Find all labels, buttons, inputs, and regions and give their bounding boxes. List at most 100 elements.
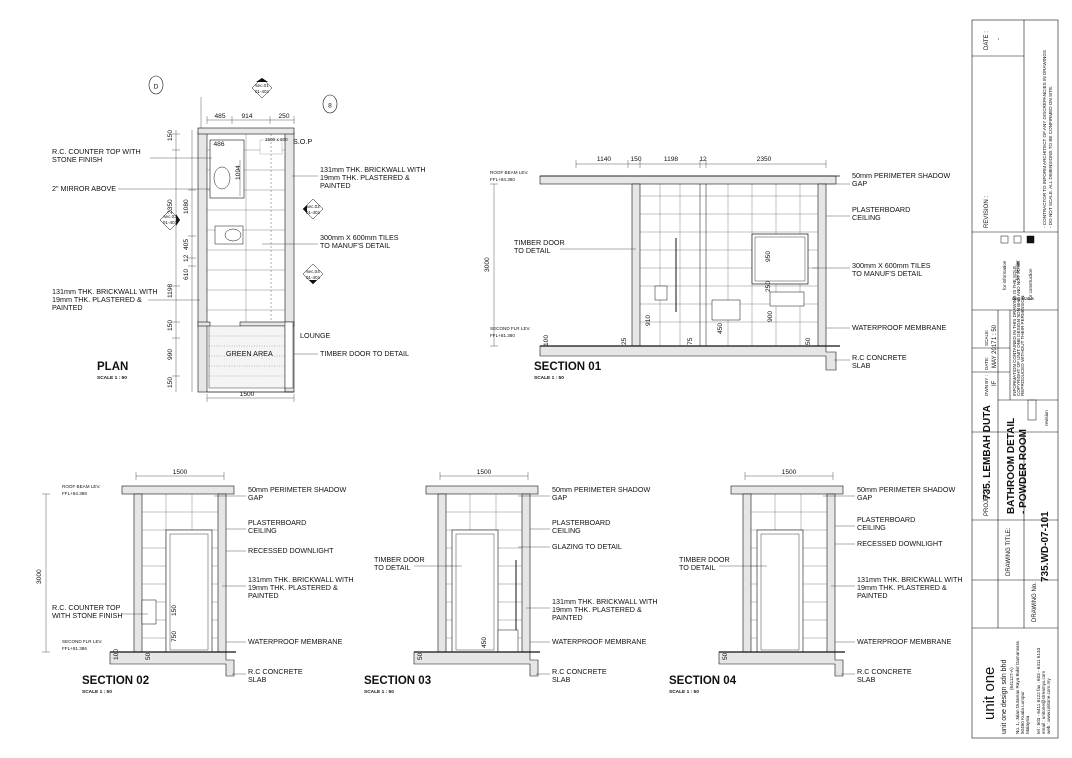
section01-title: SECTION 01 [534,361,602,373]
grid-bubble-8: 8 [328,103,332,110]
sec04-label-ceiling: PLASTERBOARD [857,515,915,524]
plan-scale: SCALE 1 : 50 [97,375,127,381]
svg-text:No. 1, Jalan Dutamas Raya Buki: No. 1, Jalan Dutamas Raya Bukit Damansar… [1015,641,1020,734]
section-marker-left-icon: sec.03 01-401 [159,209,181,231]
plan-dim-914: 914 [241,113,252,120]
svg-text:DRAWING TITLE:: DRAWING TITLE: [1006,527,1012,576]
status-checkbox-construction [1026,235,1035,244]
svg-text:SLAB: SLAB [552,675,571,684]
tb-drawing-title: BATHROOM DETAIL [1006,418,1017,514]
plan-label-counter: R.C. COUNTER TOP WITH [52,147,141,156]
sec02-label-shadow-gap: 50mm PERIMETER SHADOW [248,485,346,494]
sec04-label-shadow-gap: 50mm PERIMETER SHADOW [857,485,955,494]
tb-drawn-by: IF [992,380,998,386]
svg-text:PROJECT:: PROJECT: [984,487,990,516]
svg-text:TO DETAIL: TO DETAIL [514,246,550,255]
sec01-label-tiles: 300mm X 600mm TILES [852,261,931,270]
svg-text:01-401: 01-401 [306,210,321,215]
svg-text:STONE FINISH: STONE FINISH [52,155,102,164]
tb-revision-box: revision [1044,410,1049,426]
plan-sop-label: S.O.P [293,137,312,146]
svg-text:SLAB: SLAB [248,675,267,684]
tb-revision-label: REVISION : [984,196,990,228]
plan-dim-486: 486 [213,141,224,148]
svg-text:19mm THK. PLASTERED &: 19mm THK. PLASTERED & [320,173,410,182]
svg-text:for information: for information [1002,260,1007,290]
sec03-label-membrane: WATERPROOF MEMBRANE [552,637,646,646]
sec01-dim-3000: 3000 [484,257,491,272]
tb-dwg-status: dwg status [1012,296,1035,301]
svg-text:2350: 2350 [757,156,772,163]
plan-label-lounge: LOUNGE [300,331,331,340]
svg-text:web : www.unitone.com.my: web : www.unitone.com.my [1046,678,1051,734]
plan-dim-485: 485 [214,113,225,120]
svg-text:150: 150 [167,320,174,331]
plan-label-brickwall-left: 131mm THK. BRICKWALL WITH [52,287,158,296]
sec01-roof-level: ROOF BEAM LEV. [490,170,528,175]
svg-text:150: 150 [167,130,174,141]
svg-text:GAP: GAP [552,493,567,502]
svg-text:(641127-A): (641127-A) [1009,667,1014,690]
plan-dim-250: 250 [278,113,289,120]
plan-label-tiles: 300mm X 600mm TILES [320,233,399,242]
tb-company-full: unit one design sdn bhd [1001,660,1008,734]
svg-text:CEILING: CEILING [248,526,277,535]
svg-text:SLAB: SLAB [857,675,876,684]
plan-label-door: TIMBER DOOR TO DETAIL [320,349,409,358]
svg-text:950: 950 [765,251,772,262]
svg-text:COPYRIGHT OF UNIT ONE DESIGN S: COPYRIGHT OF UNIT ONE DESIGN SDN BHD AND… [1016,261,1021,396]
section04-title: SECTION 04 [669,675,737,687]
svg-text:SCALE:: SCALE: [984,330,989,346]
plan-view: D 8 sec.01 01-401 sec.03 01-401 sec.02 0… [52,75,426,402]
section-03: 1500 450 50 TIMBER DOOR TO DETAIL 50mm P… [364,469,658,695]
tb-date-label: DATE : [984,31,990,50]
sec04-label-brickwall: 131mm THK. BRICKWALL WITH [857,575,963,584]
tb-scale-value: 1 : 50 [992,324,998,340]
sec01-label-slab: R.C CONCRETE [852,353,907,362]
tb-date2-value: MAY 2017 [992,340,998,368]
sec02-label-ceiling: PLASTERBOARD [248,518,306,527]
plan-label-brickwall-right: 131mm THK. BRICKWALL WITH [320,165,426,174]
svg-text:19mm THK. PLASTERED &: 19mm THK. PLASTERED & [52,295,142,304]
svg-text:25: 25 [621,337,628,345]
svg-text:ROOF BEAM LEV.: ROOF BEAM LEV. [62,484,100,489]
grid-bubble-d: D [154,84,159,91]
svg-text:TO DETAIL: TO DETAIL [679,563,715,572]
sec02-label-membrane: WATERPROOF MEMBRANE [248,637,342,646]
sec02-label-brickwall: 131mm THK. BRICKWALL WITH [248,575,354,584]
svg-text:12: 12 [699,156,707,163]
svg-text:PAINTED: PAINTED [52,303,83,312]
svg-text:sec.01: sec.01 [255,83,269,88]
sec04-label-slab: R.C CONCRETE [857,667,912,676]
sec03-label-glazing: GLAZING TO DETAIL [552,542,622,551]
sec01-label-membrane: WATERPROOF MEMBRANE [852,323,946,332]
svg-text:sec.04: sec.04 [306,269,320,274]
sec04-dim-1500: 1500 [782,469,797,476]
svg-text:12: 12 [183,254,190,262]
sec03-label-door: TIMBER DOOR [374,555,425,564]
sec02-label-slab: R.C CONCRETE [248,667,303,676]
svg-text:01-401: 01-401 [255,89,270,94]
section-marker-right-icon: sec.02 01-401 [302,198,324,220]
section-04: 1500 50 TIMBER DOOR TO DETAIL 50mm PERIM… [669,469,963,695]
svg-text:2350: 2350 [167,199,174,214]
section03-title: SECTION 03 [364,675,431,687]
tb-drawing-no: 735.WD-07-101 [1040,511,1051,582]
svg-text:PAINTED: PAINTED [857,591,888,600]
plan-label-mirror: 2" MIRROR ABOVE [52,184,116,193]
section03-scale: SCALE 1 : 50 [364,689,394,695]
section01-scale: SCALE 1 : 50 [534,375,564,381]
svg-text:1198: 1198 [664,156,679,163]
svg-text:900: 900 [767,311,774,322]
svg-text:FFL+81.380: FFL+81.380 [490,333,515,338]
section04-scale: SCALE 1 : 50 [669,689,699,695]
tb-company-logo: unit one [981,667,998,720]
svg-text:DRAWING No.: DRAWING No. [1032,582,1038,622]
svg-text:sec.02: sec.02 [306,204,320,209]
svg-text:750: 750 [171,631,178,642]
svg-text:CEILING: CEILING [852,213,881,222]
sec03-label-slab: R.C CONCRETE [552,667,607,676]
svg-text:990: 990 [167,349,174,360]
svg-text:GAP: GAP [857,493,872,502]
